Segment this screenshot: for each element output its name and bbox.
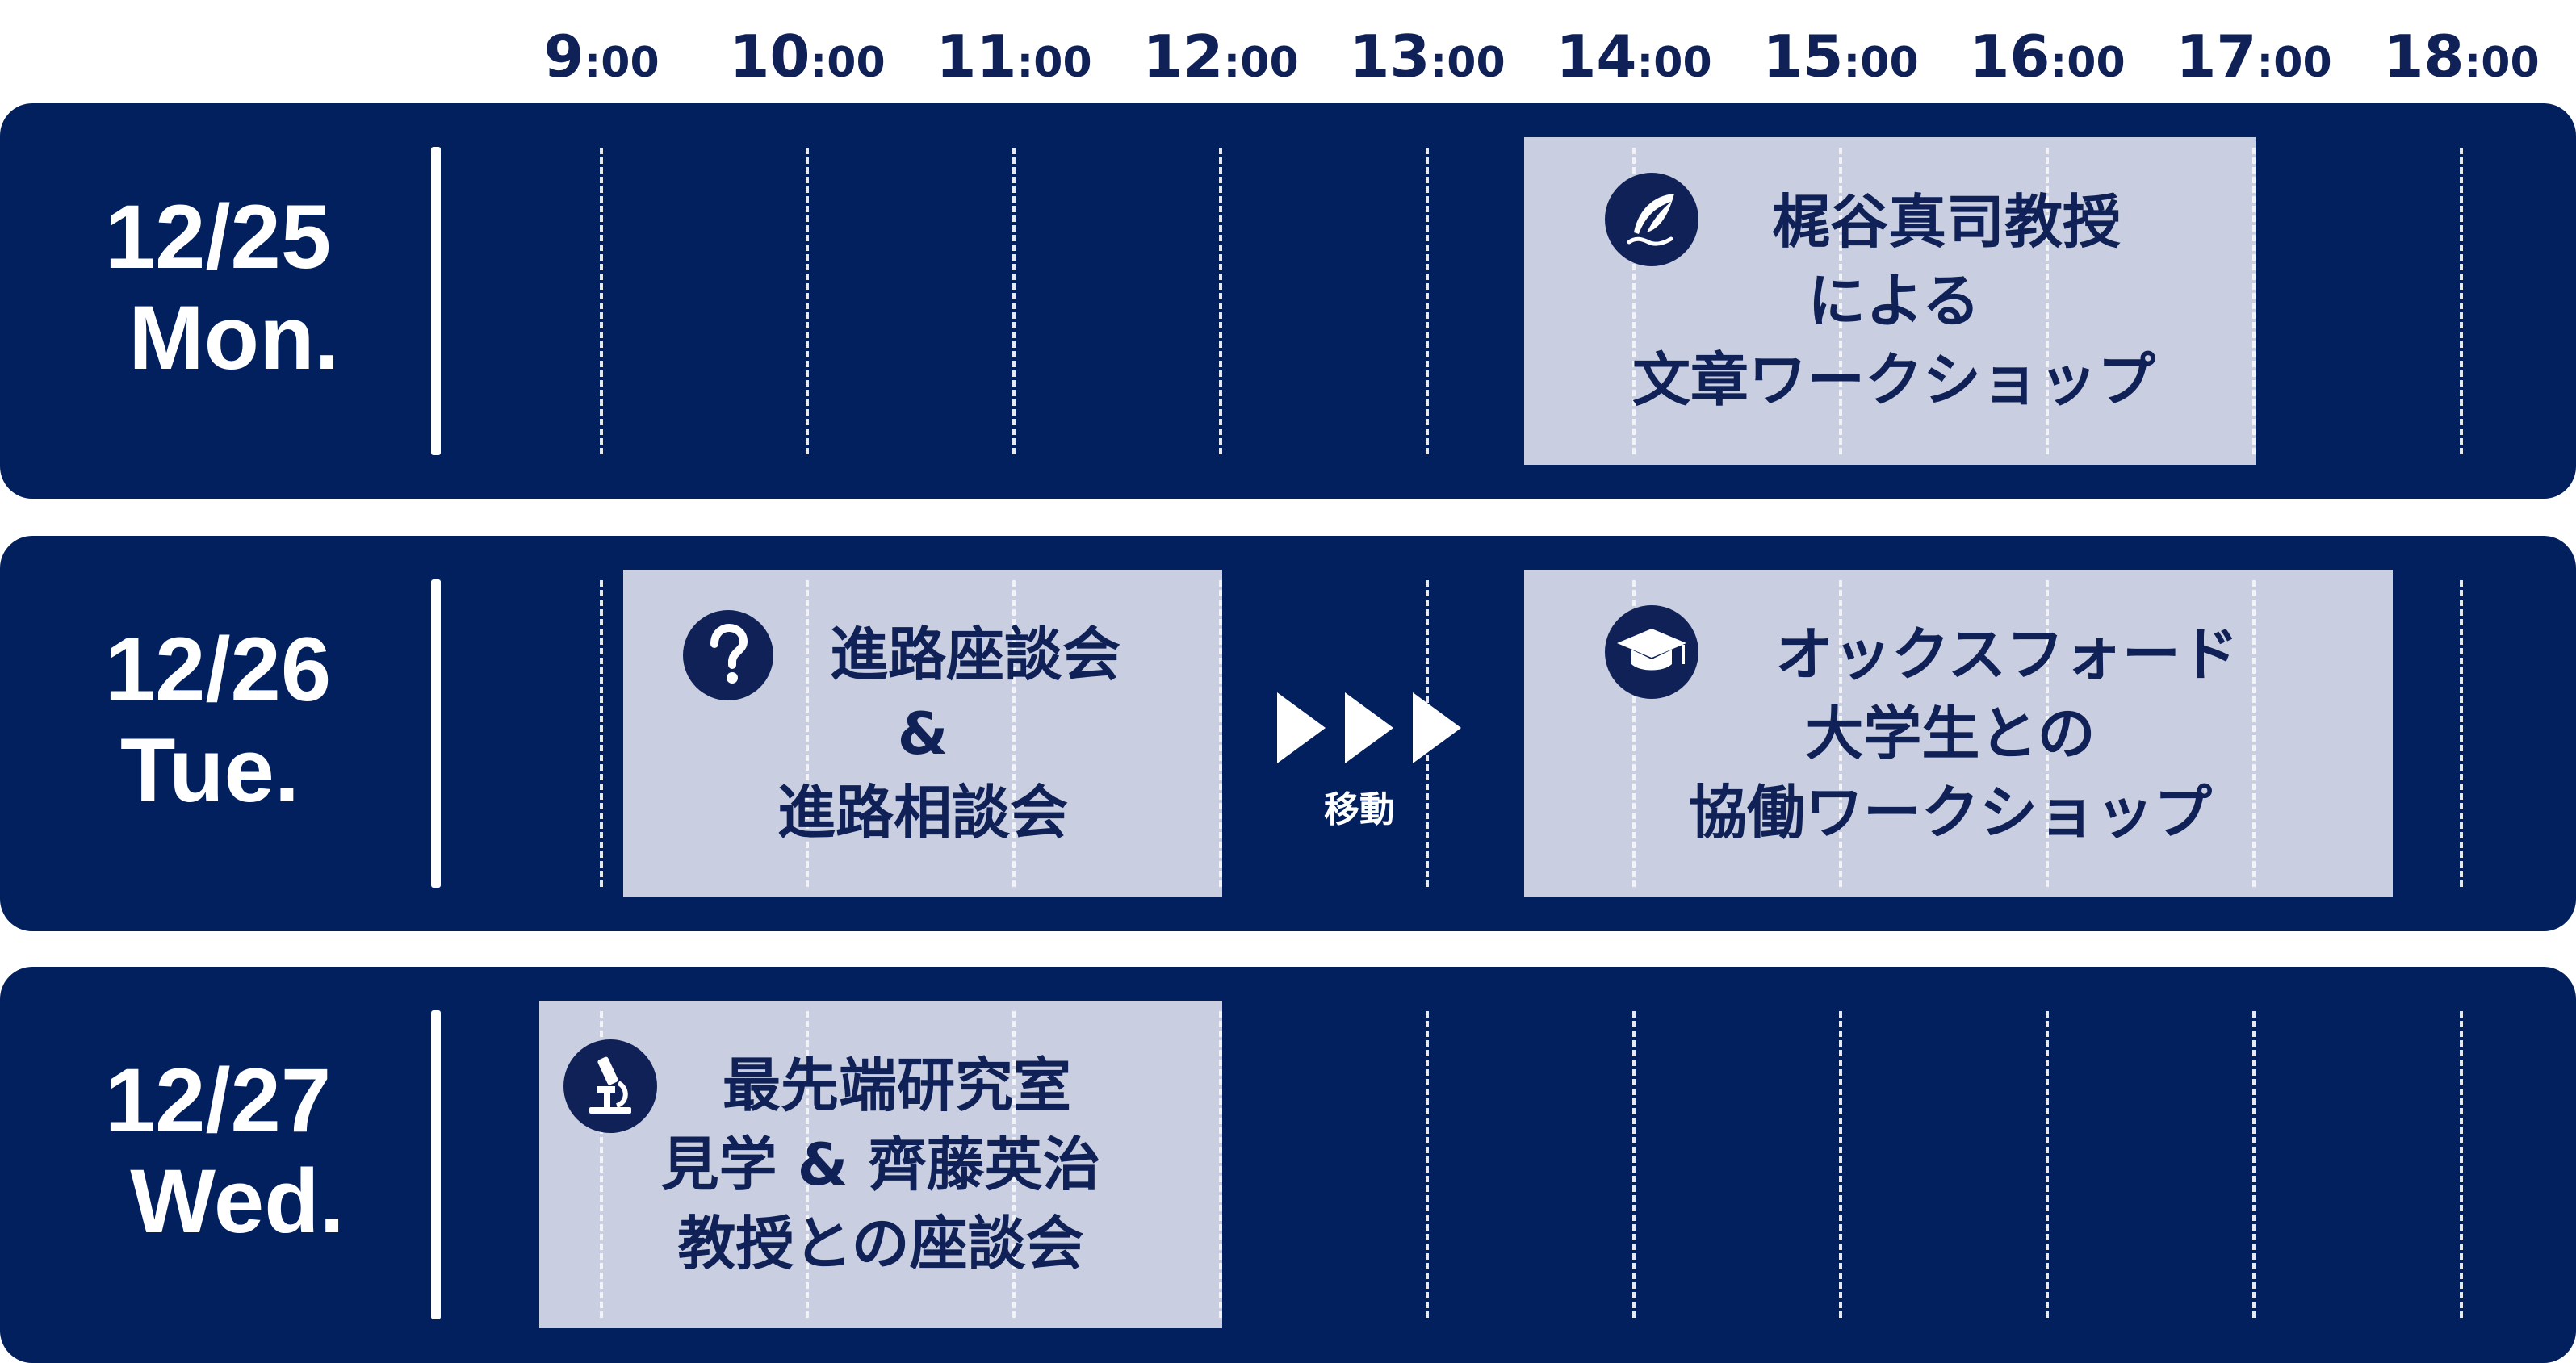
time-label-12: 12:00 bbox=[1142, 23, 1299, 90]
question-icon bbox=[683, 610, 773, 700]
hour-gridline bbox=[1632, 148, 1636, 454]
time-label-11: 11:00 bbox=[936, 23, 1092, 90]
time-axis-header: 9:00 10:00 11:00 12:00 13:00 14:00 15:00… bbox=[0, 0, 2576, 97]
hour-gridline bbox=[1839, 1011, 1842, 1318]
event-title: 最先端研究室 見学 & 齊藤英治 教授との座談会 bbox=[660, 1052, 1101, 1277]
hour-gridline bbox=[1219, 148, 1222, 454]
event-title: 梶谷真司教授 による 文章ワークショップ bbox=[1631, 188, 2155, 414]
day-date: 12/25 bbox=[104, 186, 332, 287]
event-oxford-workshop[interactable]: オックスフォード 大学生との 協働ワークショップ bbox=[1524, 570, 2393, 897]
hour-gridline bbox=[1632, 1011, 1636, 1318]
transit-label: 移動 bbox=[1324, 789, 1395, 830]
hour-gridline bbox=[1426, 148, 1429, 454]
arrow-right-icon bbox=[1413, 692, 1461, 763]
event-lab-tour[interactable]: 最先端研究室 見学 & 齊藤英治 教授との座談会 bbox=[539, 1001, 1222, 1328]
hour-gridline bbox=[1632, 580, 1636, 887]
day-divider bbox=[431, 147, 441, 455]
time-label-14: 14:00 bbox=[1556, 23, 1712, 90]
hour-gridline bbox=[1012, 580, 1016, 887]
day-weekday: Tue. bbox=[120, 720, 299, 821]
hour-gridline bbox=[600, 148, 603, 454]
day-label: 12/26 Tue. bbox=[0, 536, 441, 931]
hour-gridline bbox=[1839, 148, 1842, 454]
hour-gridline bbox=[2046, 1011, 2049, 1318]
day-row-mon: 12/25 Mon. 梶谷真司教授 による 文章ワークショップ bbox=[0, 103, 2576, 499]
day-label: 12/25 Mon. bbox=[0, 103, 441, 499]
hour-gridline bbox=[2460, 148, 2463, 454]
graduation-cap-icon bbox=[1605, 605, 1698, 699]
time-label-17: 17:00 bbox=[2176, 23, 2332, 90]
hour-gridline bbox=[1839, 580, 1842, 887]
hour-gridline bbox=[1219, 580, 1222, 887]
day-date: 12/26 bbox=[104, 619, 332, 720]
hour-gridline bbox=[2460, 1011, 2463, 1318]
arrow-right-icon bbox=[1277, 692, 1326, 763]
day-divider bbox=[431, 579, 441, 888]
day-date: 12/27 bbox=[104, 1050, 332, 1151]
time-label-16: 16:00 bbox=[1969, 23, 2126, 90]
hour-gridline bbox=[806, 580, 809, 887]
day-divider bbox=[431, 1010, 441, 1319]
time-label-9: 9:00 bbox=[543, 23, 660, 90]
arrow-right-icon bbox=[1345, 692, 1393, 763]
day-label: 12/27 Wed. bbox=[0, 967, 441, 1363]
hour-gridline bbox=[2460, 580, 2463, 887]
quill-icon bbox=[1605, 173, 1698, 266]
event-title: 進路座談会 & 進路相談会 bbox=[777, 621, 1120, 847]
hour-gridline bbox=[600, 580, 603, 887]
hour-gridline bbox=[2046, 148, 2049, 454]
event-career-talk[interactable]: 進路座談会 & 進路相談会 bbox=[623, 570, 1222, 897]
hour-gridline bbox=[1012, 1011, 1016, 1318]
hour-gridline bbox=[2252, 1011, 2256, 1318]
microscope-icon bbox=[563, 1039, 657, 1133]
day-row-wed: 12/27 Wed. 最先端研究室 見学 & 齊藤英治 教授との座談会 bbox=[0, 967, 2576, 1363]
event-writing-workshop[interactable]: 梶谷真司教授 による 文章ワークショップ bbox=[1524, 137, 2256, 465]
hour-gridline bbox=[600, 1011, 603, 1318]
hour-gridline bbox=[2046, 580, 2049, 887]
hour-gridline bbox=[1012, 148, 1016, 454]
time-label-18: 18:00 bbox=[2383, 23, 2540, 90]
hour-gridline bbox=[2252, 580, 2256, 887]
hour-gridline bbox=[806, 1011, 809, 1318]
time-label-13: 13:00 bbox=[1349, 23, 1506, 90]
hour-gridline bbox=[1219, 1011, 1222, 1318]
transit-arrows bbox=[1277, 692, 1461, 763]
time-label-15: 15:00 bbox=[1762, 23, 1919, 90]
hour-gridline bbox=[806, 148, 809, 454]
day-weekday: Mon. bbox=[128, 287, 340, 388]
event-title: オックスフォード 大学生との 協働ワークショップ bbox=[1688, 621, 2239, 847]
hour-gridline bbox=[1426, 1011, 1429, 1318]
day-weekday: Wed. bbox=[130, 1151, 345, 1252]
day-row-tue: 12/26 Tue. 進路座談会 & 進路相談会 移動 bbox=[0, 536, 2576, 931]
time-label-10: 10:00 bbox=[729, 23, 886, 90]
hour-gridline bbox=[2252, 148, 2256, 454]
